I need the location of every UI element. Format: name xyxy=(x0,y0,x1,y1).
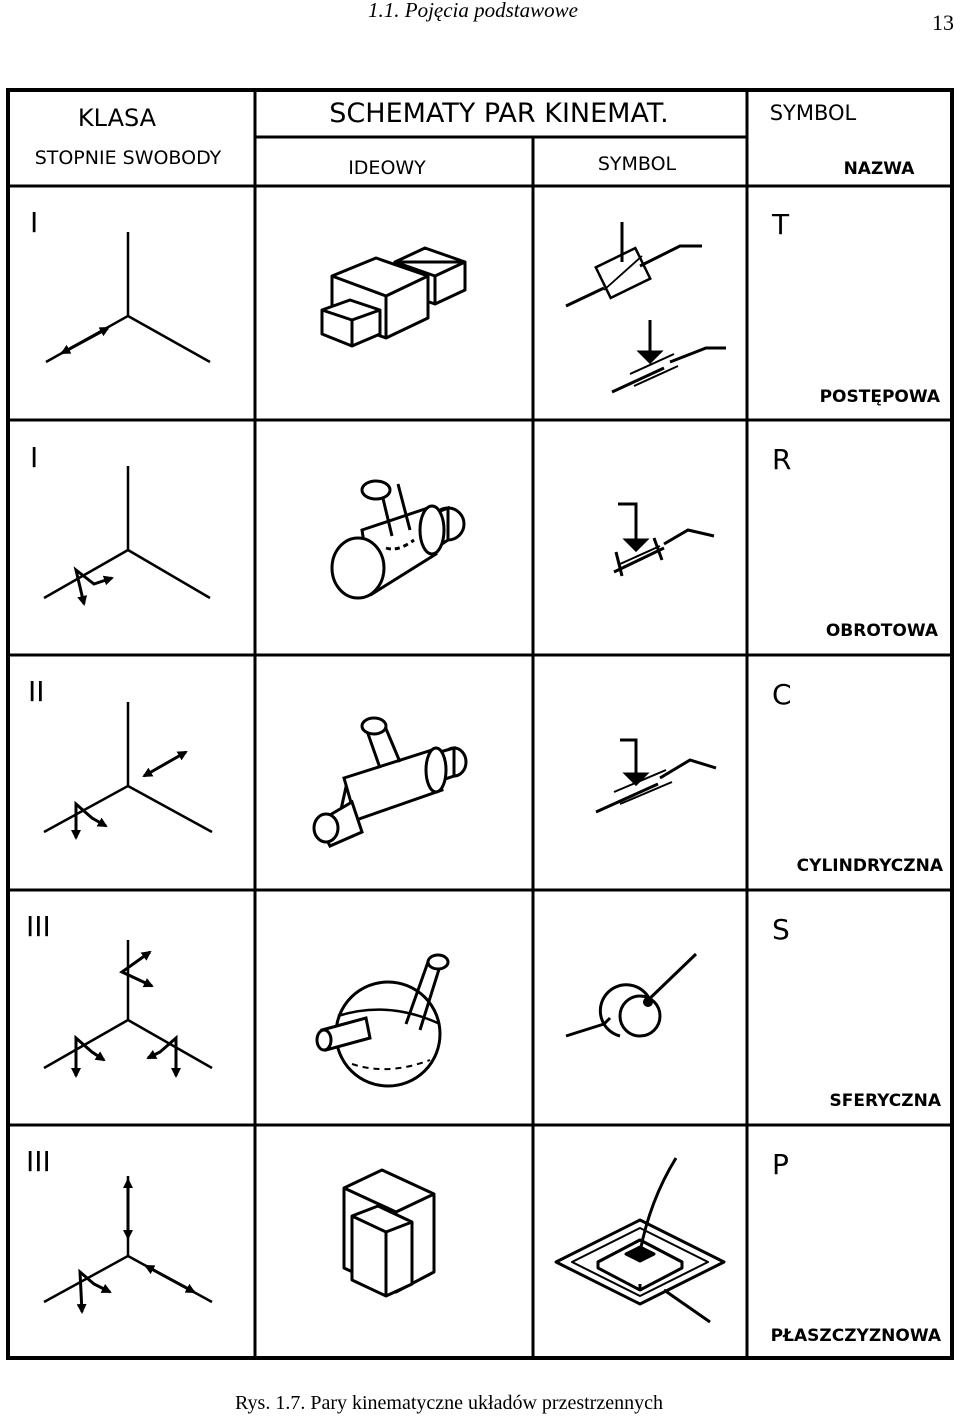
cylindrical-pair-icon xyxy=(312,716,468,848)
row-1-symbol: T xyxy=(771,208,790,241)
row-3-symbol: C xyxy=(772,678,792,711)
header-klasa: KLASA xyxy=(78,104,157,132)
spherical-pair-icon xyxy=(315,953,450,1088)
running-head: 1.1. Pojęcia podstawowe xyxy=(368,0,578,22)
row-2-klasa: I xyxy=(30,441,38,474)
row-4-nazwa: SFERYCZNA xyxy=(829,1091,941,1111)
header-ideowy: IDEOWY xyxy=(348,157,426,179)
page-number: 13 xyxy=(932,10,954,35)
row-1-nazwa: POSTĘPOWA xyxy=(820,387,941,407)
planar-pair-icon xyxy=(342,1168,436,1298)
row-5-symbol: P xyxy=(772,1148,789,1181)
row-3-klasa: II xyxy=(28,675,45,708)
row-5-nazwa: PŁASZCZYZNOWA xyxy=(771,1326,942,1346)
axes-icon-row-5 xyxy=(43,1176,213,1314)
row-1-klasa: I xyxy=(30,206,38,239)
header-nazwa: NAZWA xyxy=(844,159,916,179)
prismatic-pair-icon xyxy=(320,246,467,348)
cylindrical-symbol-icon xyxy=(595,738,717,814)
axes-icon-row-3 xyxy=(43,702,213,840)
row-4-klasa: III xyxy=(26,910,51,943)
revolute-symbol-icon xyxy=(613,502,715,577)
figure-caption: Rys. 1.7. Pary kinematyczne układów prze… xyxy=(235,1392,663,1414)
revolute-pair-icon xyxy=(330,479,466,600)
row-2-symbol: R xyxy=(772,443,791,476)
prismatic-symbol-icon xyxy=(565,222,726,394)
row-2-nazwa: OBROTOWA xyxy=(826,621,939,641)
header-symbol: SYMBOL xyxy=(770,101,857,125)
header-schematy: SCHEMATY PAR KINEMAT. xyxy=(329,98,668,129)
axes-icon-row-4 xyxy=(43,940,213,1078)
row-texts: I T POSTĘPOWA I R OBROTOWA II C CYLINDRY… xyxy=(26,206,944,1346)
planar-symbol-icon xyxy=(554,1157,726,1324)
table-grid xyxy=(6,88,954,1360)
row-5-klasa: III xyxy=(26,1145,51,1178)
axes-icon-row-2 xyxy=(43,466,211,606)
header-stopnie-swobody: STOPNIE SWOBODY xyxy=(35,147,222,169)
spherical-symbol-icon xyxy=(565,952,698,1038)
row-4-symbol: S xyxy=(772,913,790,946)
header-symbol-sub: SYMBOL xyxy=(598,153,677,175)
axes-icon-row-1 xyxy=(45,232,211,364)
row-3-nazwa: CYLINDRYCZNA xyxy=(797,856,944,876)
